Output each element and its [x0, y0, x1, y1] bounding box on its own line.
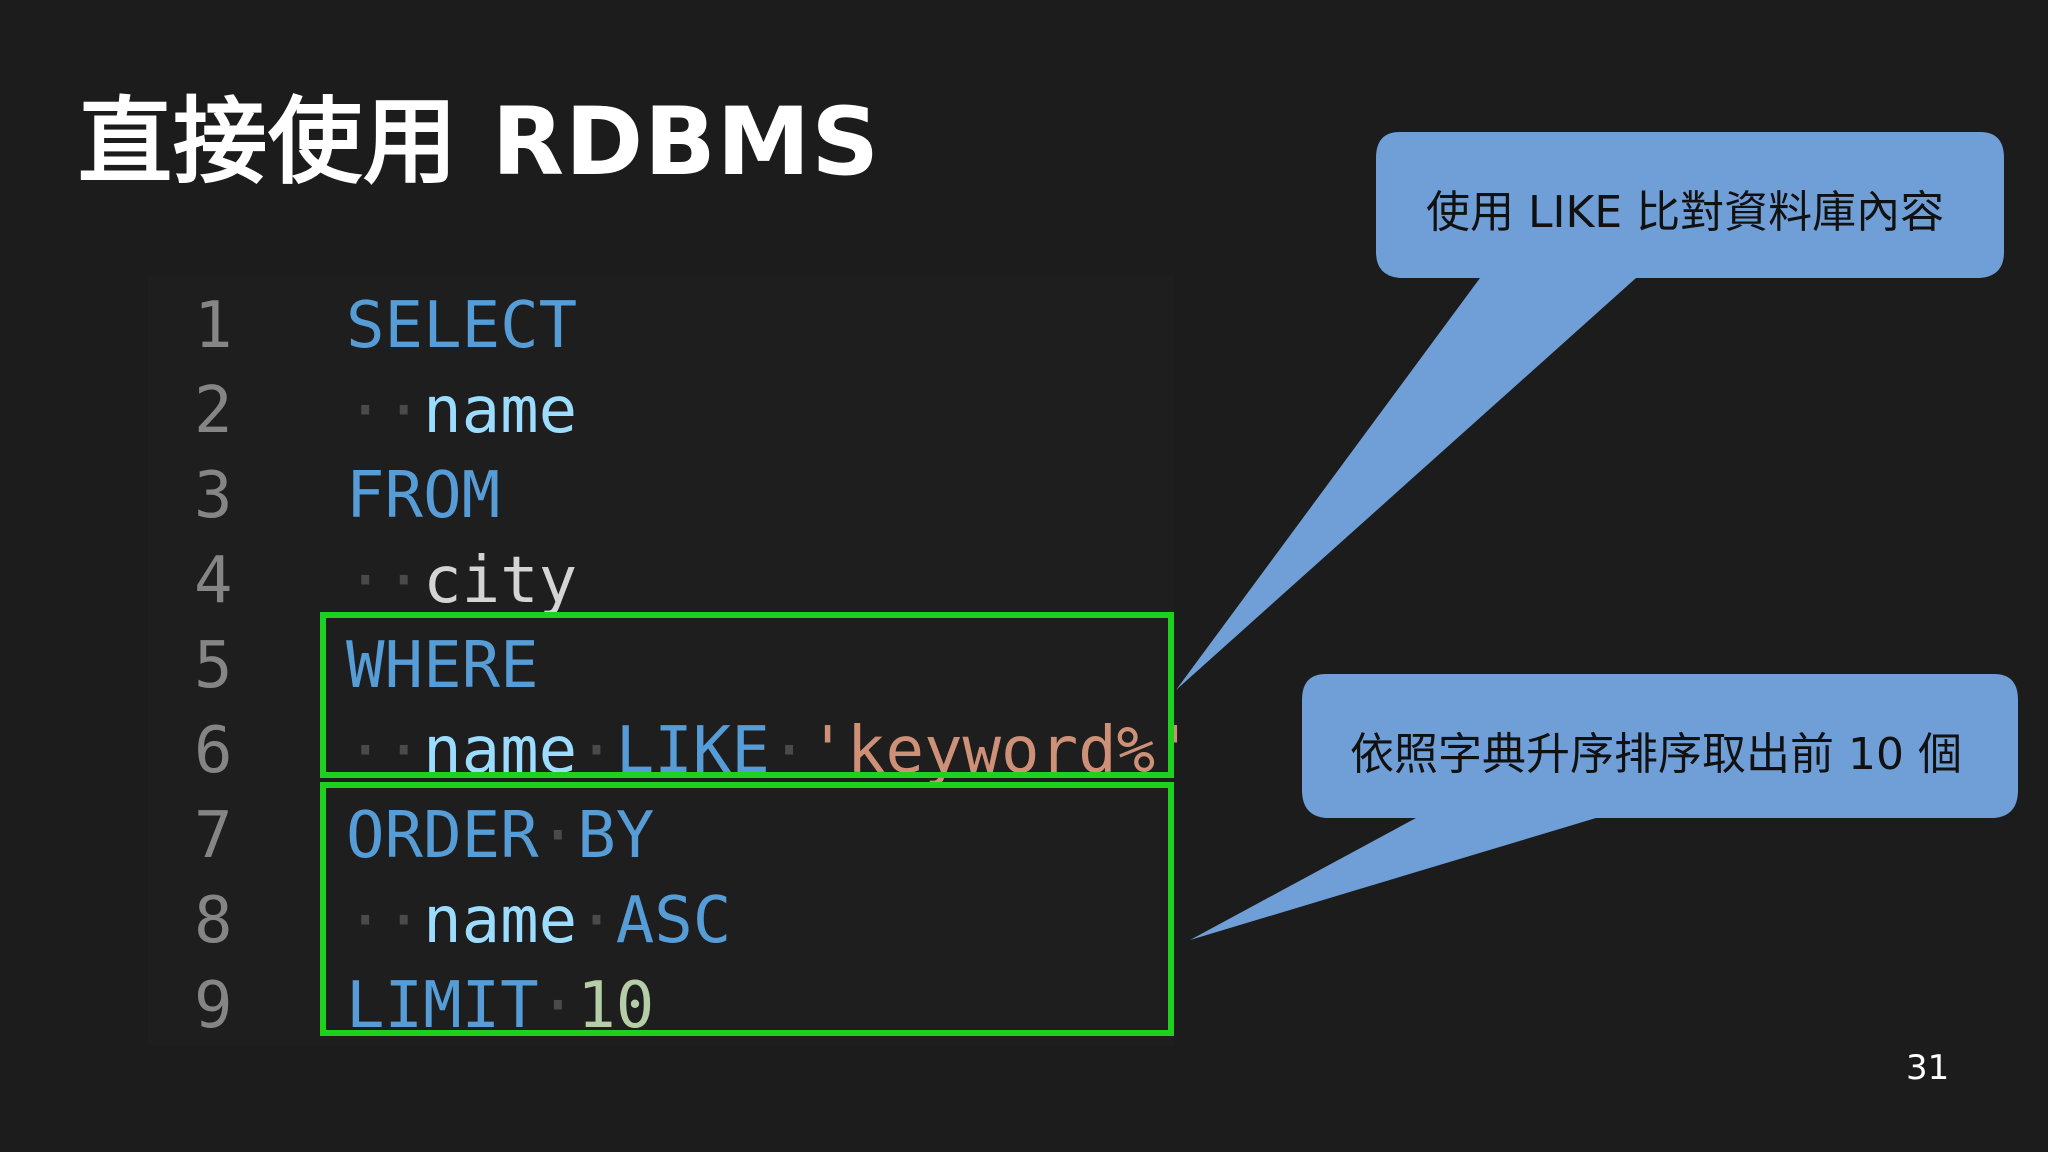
- code-text: SELECT: [346, 284, 577, 369]
- order-callout-text: 依照字典升序排序取出前 10 個: [1350, 729, 1962, 780]
- line-number: 1: [194, 289, 233, 363]
- code-text: ··name: [346, 369, 577, 454]
- like-callout-bubble: [1176, 132, 2004, 690]
- code-token: ··: [346, 544, 424, 618]
- code-token: BY: [577, 799, 655, 873]
- page-number: 31: [1906, 1048, 1950, 1088]
- where-clause-highlight: [320, 612, 1174, 778]
- code-line: 8 ··name·ASC: [148, 879, 1174, 964]
- code-token: ORDER: [346, 799, 539, 873]
- code-text: ··city: [346, 539, 577, 624]
- line-number: 6: [194, 714, 233, 788]
- code-token: city: [423, 544, 578, 618]
- code-token: FROM: [346, 459, 501, 533]
- line-number: 7: [194, 799, 233, 873]
- order-callout-bubble: [1190, 674, 2018, 940]
- line-number: 3: [194, 459, 233, 533]
- like-callout-text: 使用 LIKE 比對資料庫內容: [1426, 187, 1945, 238]
- code-token: ··: [346, 374, 424, 448]
- line-number: 5: [194, 629, 233, 703]
- code-token: ··: [346, 884, 424, 958]
- code-token: name: [423, 374, 578, 448]
- code-line: 7 ORDER·BY: [148, 794, 1174, 879]
- code-token: SELECT: [346, 289, 578, 363]
- code-token: ·: [538, 799, 578, 873]
- code-token: WHERE: [346, 629, 539, 703]
- code-text: ··name·ASC: [346, 879, 731, 964]
- code-line: 4 ··city: [148, 539, 1174, 624]
- code-line: 2 ··name: [148, 369, 1174, 454]
- line-number: 8: [194, 884, 233, 958]
- code-token: ASC: [615, 884, 732, 958]
- code-text: ORDER·BY: [346, 794, 654, 879]
- code-line: 3 FROM: [148, 454, 1174, 539]
- line-number: 2: [194, 374, 233, 448]
- code-token: ·: [577, 884, 616, 958]
- code-token: name: [423, 884, 578, 958]
- order-limit-highlight: [320, 782, 1174, 1036]
- line-number: 9: [194, 969, 233, 1043]
- code-line: 5 WHERE: [148, 624, 1174, 709]
- code-text: FROM: [346, 454, 500, 539]
- line-number: 4: [194, 544, 233, 618]
- code-text: WHERE: [346, 624, 539, 709]
- code-line: 1 SELECT: [148, 284, 1174, 369]
- slide-title: 直接使用 RDBMS: [78, 88, 881, 197]
